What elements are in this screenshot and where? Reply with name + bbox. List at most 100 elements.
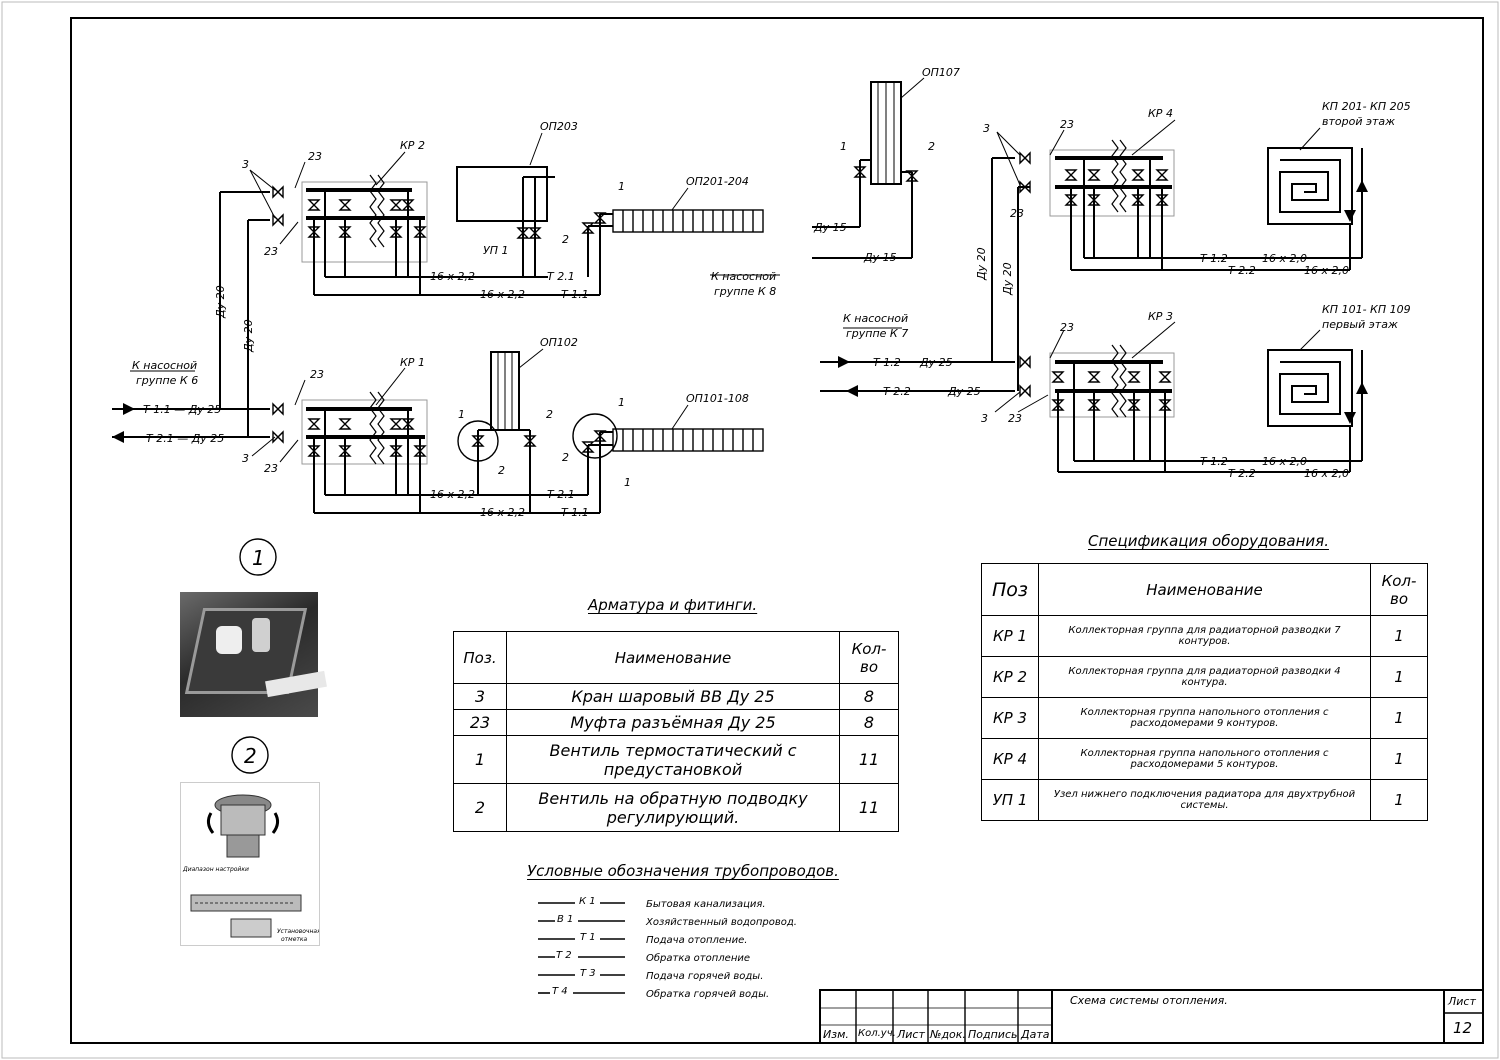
fittings-row-name: Кран шаровый ВВ Ду 25 <box>506 683 840 710</box>
svg-text:Установочная: Установочная <box>277 928 319 935</box>
sheet-label: Лист <box>1448 995 1476 1008</box>
photo-detail-1 <box>180 592 327 717</box>
equipment-header-pos: Поз <box>981 563 1039 616</box>
title-col-podpis: Подпись <box>968 1028 1018 1041</box>
equipment-row-qty: 1 <box>1370 656 1428 698</box>
label-kr4-pipe-b: 16 x 2,0 <box>1304 264 1349 277</box>
fittings-header-name: Наименование <box>506 631 840 684</box>
equipment-row-qty: 1 <box>1370 697 1428 739</box>
label-kr2-t11: Т 1.1 <box>561 288 589 301</box>
label-du25-top: Ду 25 <box>919 356 953 369</box>
legend-desc-v1: Хозяйственный водопровод. <box>646 917 797 928</box>
label-kr1-t21: Т 2.1 <box>547 488 575 501</box>
label-pos1-b: 1 <box>458 408 465 421</box>
label-first-floor: первый этаж <box>1322 318 1398 331</box>
fittings-row-qty: 8 <box>839 709 899 736</box>
title-col-koluch: Кол.уч. <box>858 1028 896 1039</box>
label-k7-2: группе К 7 <box>846 327 908 340</box>
label-op102: ОП102 <box>540 336 578 349</box>
label-kr4: КР 4 <box>1148 107 1173 120</box>
label-du15-b: Ду 15 <box>863 251 897 264</box>
equipment-row-name: Коллекторная группа напольного отопления… <box>1038 738 1371 780</box>
equipment-row-qty: 1 <box>1370 615 1428 657</box>
detail-1-number: 1 <box>252 546 265 570</box>
label-op107: ОП107 <box>922 66 960 79</box>
flow-arrows <box>112 180 1368 443</box>
label-pos1-a: 1 <box>618 180 625 193</box>
fittings-title: Арматура и фитинги. <box>588 596 758 614</box>
label-kr4-pipe-a: 16 x 2,0 <box>1262 252 1307 265</box>
fittings-row-qty: 11 <box>839 783 899 832</box>
fittings-row-name: Вентиль термостатический с предустановко… <box>506 735 840 784</box>
label-kr2-t21: Т 2.1 <box>547 270 575 283</box>
legend-desc-t2: Обратка отопление <box>646 953 751 964</box>
equipment-row-pos: УП 1 <box>981 779 1039 821</box>
equipment-row-name: Коллекторная группа для радиаторной разв… <box>1038 656 1371 698</box>
legend-code-v1: В 1 <box>557 914 574 925</box>
detail-2-circle <box>231 736 269 774</box>
label-kr3-pipe-a: 16 x 2,0 <box>1262 455 1307 468</box>
label-kr1: КР 1 <box>400 356 425 369</box>
label-kp101-109: КП 101- КП 109 <box>1322 303 1411 316</box>
equipment-header-name: Наименование <box>1038 563 1371 616</box>
label-k6-1: К насосной <box>132 359 197 372</box>
label-pos2-d: 2 <box>562 451 569 464</box>
label-op201-204: ОП201-204 <box>686 175 749 188</box>
label-kp201-205: КП 201- КП 205 <box>1322 100 1411 113</box>
label-du20-r2: Ду 20 <box>1001 262 1014 296</box>
label-pos3-kr4: 3 <box>983 122 990 135</box>
detail-1-circle <box>239 538 277 576</box>
legend-desc-t1: Подача отопление. <box>646 935 748 946</box>
title-col-ndok: №док. <box>930 1028 966 1041</box>
label-t21-du25: Т 2.1 — Ду 25 <box>146 432 224 445</box>
thermostatic-head-illustration: Диапазон настройки Установочная отметка <box>182 794 321 943</box>
label-du20-b: Ду 20 <box>242 319 255 353</box>
label-kr1-pipe-a: 16 x 2,2 <box>430 488 475 501</box>
legend-code-t2: Т 2 <box>556 950 572 961</box>
equipment-row-qty: 1 <box>1370 779 1428 821</box>
legend-desc-t4: Обратка горячей воды. <box>646 989 770 1000</box>
label-pos23-kr4-top: 23 <box>1060 118 1074 131</box>
label-kr4-t12: Т 1.2 <box>1200 252 1228 265</box>
title-col-izm: Изм. <box>823 1028 849 1041</box>
label-pos23-kr3-top: 23 <box>1060 321 1074 334</box>
equipment-row-pos: КР 3 <box>981 697 1039 739</box>
label-kr2: КР 2 <box>400 139 425 152</box>
label-kr3-pipe-b: 16 x 2,0 <box>1304 467 1349 480</box>
equipment-row-name: Узел нижнего подключения радиатора для д… <box>1038 779 1371 821</box>
fittings-table: Поз. Наименование Кол- во 3 Кран шаровый… <box>453 631 899 832</box>
fittings-row-pos: 2 <box>453 783 507 832</box>
equipment-row-name: Коллекторная группа напольного отопления… <box>1038 697 1371 739</box>
label-pos1-op107: 1 <box>840 140 847 153</box>
title-col-data: Дата <box>1021 1028 1050 1041</box>
sheet-number: 12 <box>1453 1019 1473 1037</box>
photo2-caption-1: Диапазон настройки <box>182 866 249 873</box>
label-k6-2: группе К 6 <box>136 374 198 387</box>
fittings-row-name: Вентиль на обратную подводку регулирующи… <box>506 783 840 832</box>
legend-title: Условные обозначения трубопроводов. <box>527 862 839 880</box>
legend-code-t1: Т 1 <box>580 932 596 943</box>
label-op203: ОП203 <box>540 120 578 133</box>
equipment-header-qty: Кол- во <box>1370 563 1428 616</box>
label-pos2-op107: 2 <box>928 140 935 153</box>
label-t22-left: Т 2.2 <box>883 385 911 398</box>
radiator-op201-204 <box>612 209 764 233</box>
label-pos2-b: 2 <box>498 464 505 477</box>
label-pos2-c: 2 <box>546 408 553 421</box>
label-pos23-kr1-bottom: 23 <box>264 462 278 475</box>
label-pos3-kr2: 3 <box>242 158 249 171</box>
legend-code-k1: К 1 <box>579 896 596 907</box>
label-du25-bottom: Ду 25 <box>947 385 981 398</box>
label-kr3: КР 3 <box>1148 310 1173 323</box>
legend-desc-k1: Бытовая канализация. <box>646 899 766 910</box>
label-k8-1: К насосной <box>711 270 776 283</box>
fittings-row-pos: 23 <box>453 709 507 736</box>
label-pos23-kr2-top: 23 <box>308 150 322 163</box>
label-second-floor: второй этаж <box>1322 115 1395 128</box>
label-pos1-d: 1 <box>624 476 631 489</box>
label-op101-108: ОП101-108 <box>686 392 749 405</box>
title-col-list: Лист <box>897 1028 925 1041</box>
label-kr1-t11: Т 1.1 <box>561 506 589 519</box>
label-kr3-t12: Т 1.2 <box>1200 455 1228 468</box>
